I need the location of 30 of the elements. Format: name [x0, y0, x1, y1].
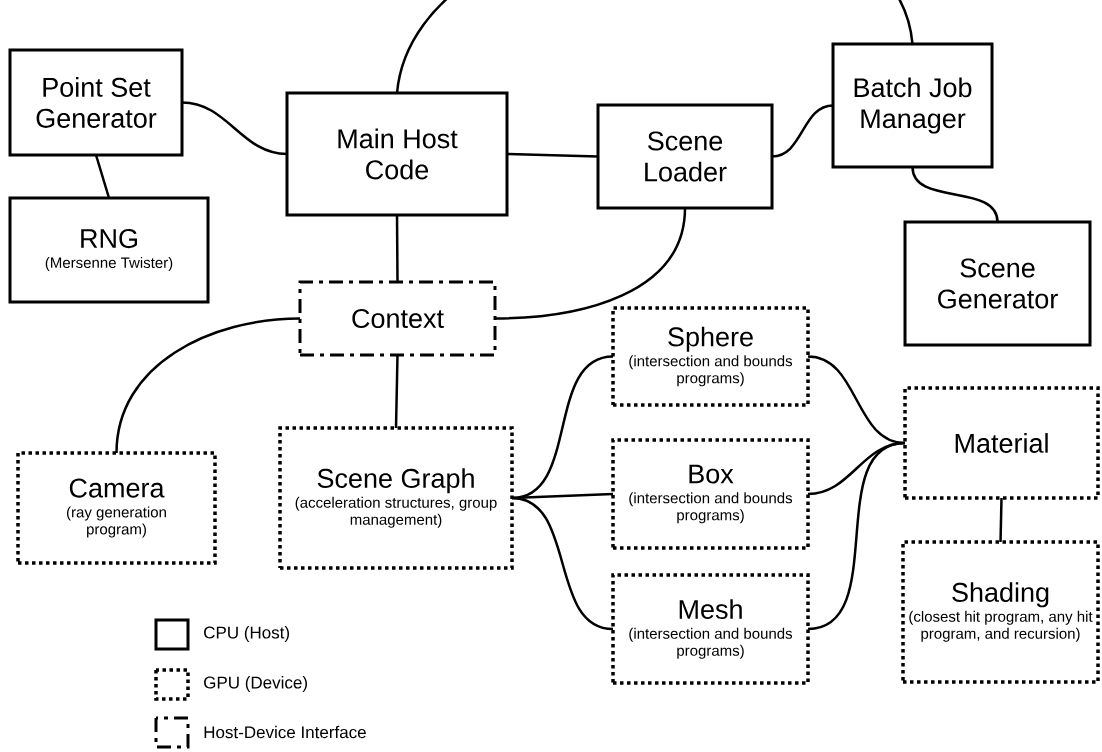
solid-box: Batch Job Manager — [831, 42, 994, 169]
connector — [395, 215, 399, 282]
dotted-box: Sphere (intersection and bounds programs) — [611, 306, 810, 407]
connector — [771, 104, 834, 158]
dotted-box: Box (intersection and bounds programs) — [611, 438, 810, 550]
solid-box: Point Set Generator — [8, 48, 184, 157]
connector — [506, 152, 599, 158]
dotted-box: Mesh (intersection and bounds programs) — [611, 573, 810, 685]
connector — [394, 354, 399, 428]
connector — [395, 0, 914, 94]
connector — [181, 101, 288, 156]
connector — [807, 441, 906, 631]
dotted-box: Shading (closest hit program, any hit program, and recursion) — [901, 540, 1100, 684]
connector — [807, 355, 906, 445]
legend-text: CPU (Host) — [204, 626, 289, 642]
connector — [511, 496, 614, 631]
connector — [115, 317, 301, 454]
legend-text: Host-Device Interface — [204, 725, 366, 739]
connector — [94, 154, 111, 199]
dotted-box: Material — [903, 386, 1100, 500]
solid-box: Scene Loader — [596, 103, 774, 210]
connector — [495, 207, 687, 320]
dotted-box: Camera (ray generation program) — [16, 451, 217, 565]
connector — [911, 166, 999, 223]
dotted-box: Scene Graph (acceleration structures, group management) — [278, 426, 514, 570]
solid-box: Main Host Code — [285, 91, 509, 217]
connector — [999, 497, 1003, 543]
legend-text: GPU (Device) — [204, 676, 307, 692]
solid-box: Scene Generator — [903, 220, 1092, 347]
solid-box: RNG (Mersenne Twister) — [8, 196, 210, 304]
